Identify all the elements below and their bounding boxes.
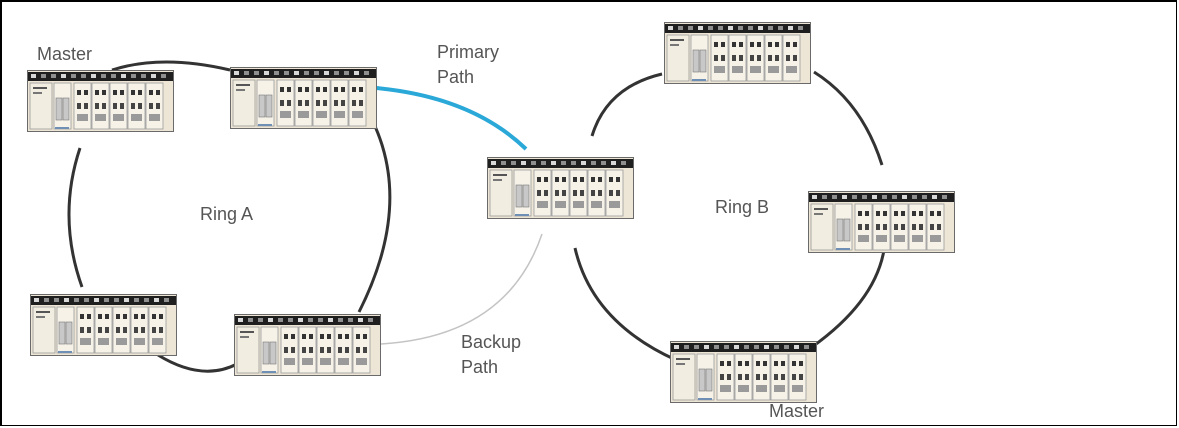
ring-a-link-bottom [157, 353, 238, 373]
ring-a-bottom-left-switch-icon [30, 294, 177, 356]
ring-a-bottom-right-switch-icon [234, 314, 381, 376]
backup-path-link [379, 233, 543, 345]
primary-path-label-line2: Path [437, 67, 475, 87]
ring-a-link-right [357, 123, 392, 313]
ring-b-master-label: Master [769, 401, 825, 421]
ring-b-top-switch-icon [664, 22, 811, 84]
ring-b-link-top-right [813, 70, 884, 166]
ring-b-link-right-bottom [811, 249, 886, 349]
ring-a-label: Ring A [200, 204, 254, 224]
ring-b-link-top-left [590, 72, 663, 137]
ring-a-master-label: Master [37, 44, 93, 64]
ring-b-label: Ring B [715, 197, 770, 217]
primary-path-link [375, 86, 528, 151]
ring-a-link-left [67, 147, 84, 288]
primary-path-label-line1: Primary [437, 42, 499, 62]
coupling-switch-icon [487, 157, 634, 219]
backup-path-label-line1: Backup [461, 332, 522, 352]
ring-b-master-switch-icon [670, 341, 817, 403]
backup-path-label-line2: Path [461, 357, 499, 377]
ring-a-top-right-switch-icon [230, 67, 377, 129]
ring-b-link-bottom-left [573, 247, 677, 362]
ring-b-right-switch-icon [808, 191, 955, 253]
ring-a-link-top [111, 60, 231, 72]
ring-a-master-switch-icon [27, 70, 174, 132]
